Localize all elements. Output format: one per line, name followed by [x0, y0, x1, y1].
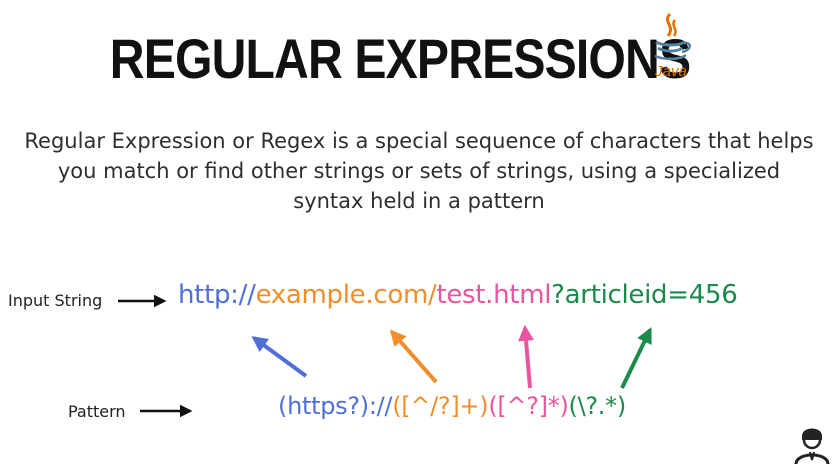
- description-line-1: Regular Expression or Regex is a special…: [24, 129, 814, 153]
- page-title: REGULAR EXPRESSIONS: [109, 27, 691, 90]
- input-string-label: Input String: [8, 291, 103, 310]
- pattern-query-group: (\?.*): [568, 392, 627, 420]
- pattern-path-group: ([^?]*): [488, 392, 569, 420]
- url-protocol: http://: [178, 280, 256, 310]
- pattern-host-group: ([^/?]+): [392, 392, 489, 420]
- pattern-label: Pattern: [68, 402, 126, 421]
- java-logo-icon: Java: [654, 12, 691, 80]
- url-path: test.html: [436, 280, 552, 310]
- input-url: http://example.com/test.html?articleid=4…: [178, 280, 738, 310]
- description-line-3: syntax held in a pattern: [293, 189, 545, 213]
- pattern-protocol-group: (https?)://: [278, 392, 393, 420]
- path-arrow-icon: [518, 324, 535, 389]
- java-logo-text: Java: [654, 63, 687, 80]
- url-query: ?articleid=456: [551, 280, 738, 310]
- query-arrow-icon: [620, 327, 652, 389]
- url-host: example.com/: [255, 280, 437, 310]
- regex-pattern: (https?)://([^/?]+)([^?]*)(\?.*): [278, 392, 626, 420]
- presenter-avatar-icon: [790, 420, 834, 466]
- protocol-arrow-icon: [251, 336, 308, 378]
- host-arrow-icon: [389, 329, 438, 384]
- description: Regular Expression or Regex is a special…: [0, 126, 838, 216]
- description-line-2: you match or find other strings or sets …: [57, 159, 781, 183]
